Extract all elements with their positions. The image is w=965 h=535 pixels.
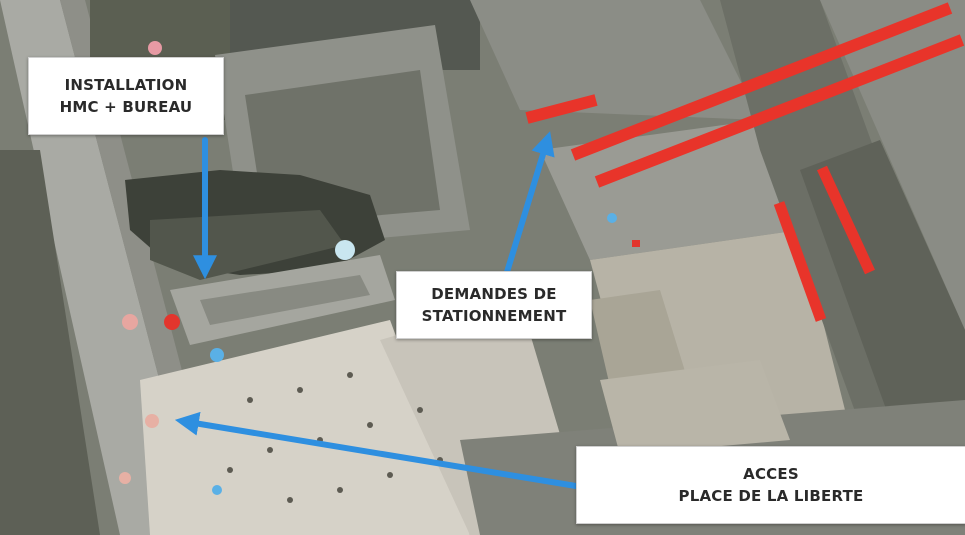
parking-zone-1 bbox=[525, 94, 598, 124]
parking-zone-5 bbox=[817, 165, 875, 275]
parking-request-zones bbox=[525, 2, 965, 322]
terraces bbox=[170, 255, 395, 345]
label-stationnement-line1: DEMANDES DE bbox=[431, 284, 557, 303]
label-acces-line2: PLACE DE LA LIBERTE bbox=[678, 487, 864, 505]
label-stationnement-line2: STATIONNEMENT bbox=[421, 307, 567, 325]
arrow-acces bbox=[174, 411, 579, 489]
parking-zone-3 bbox=[594, 34, 965, 188]
label-stationnement: DEMANDES DE STATIONNEMENT bbox=[396, 271, 592, 339]
label-installation-line2: HMC + BUREAU bbox=[59, 98, 193, 116]
fountain bbox=[335, 240, 355, 260]
parking-zone-4 bbox=[773, 201, 827, 322]
label-acces-line1: ACCES bbox=[743, 464, 799, 483]
parking-zone-2 bbox=[570, 2, 953, 161]
pointer-arrows bbox=[174, 131, 579, 489]
southeast-lot bbox=[600, 360, 790, 455]
label-installation-line1: INSTALLATION bbox=[64, 75, 188, 94]
map-markers bbox=[119, 41, 640, 495]
buildings-east bbox=[470, 0, 850, 445]
label-installation: INSTALLATION HMC + BUREAU bbox=[28, 57, 224, 135]
label-acces: ACCES PLACE DE LA LIBERTE bbox=[576, 446, 965, 524]
arrow-stationnement bbox=[504, 131, 555, 275]
